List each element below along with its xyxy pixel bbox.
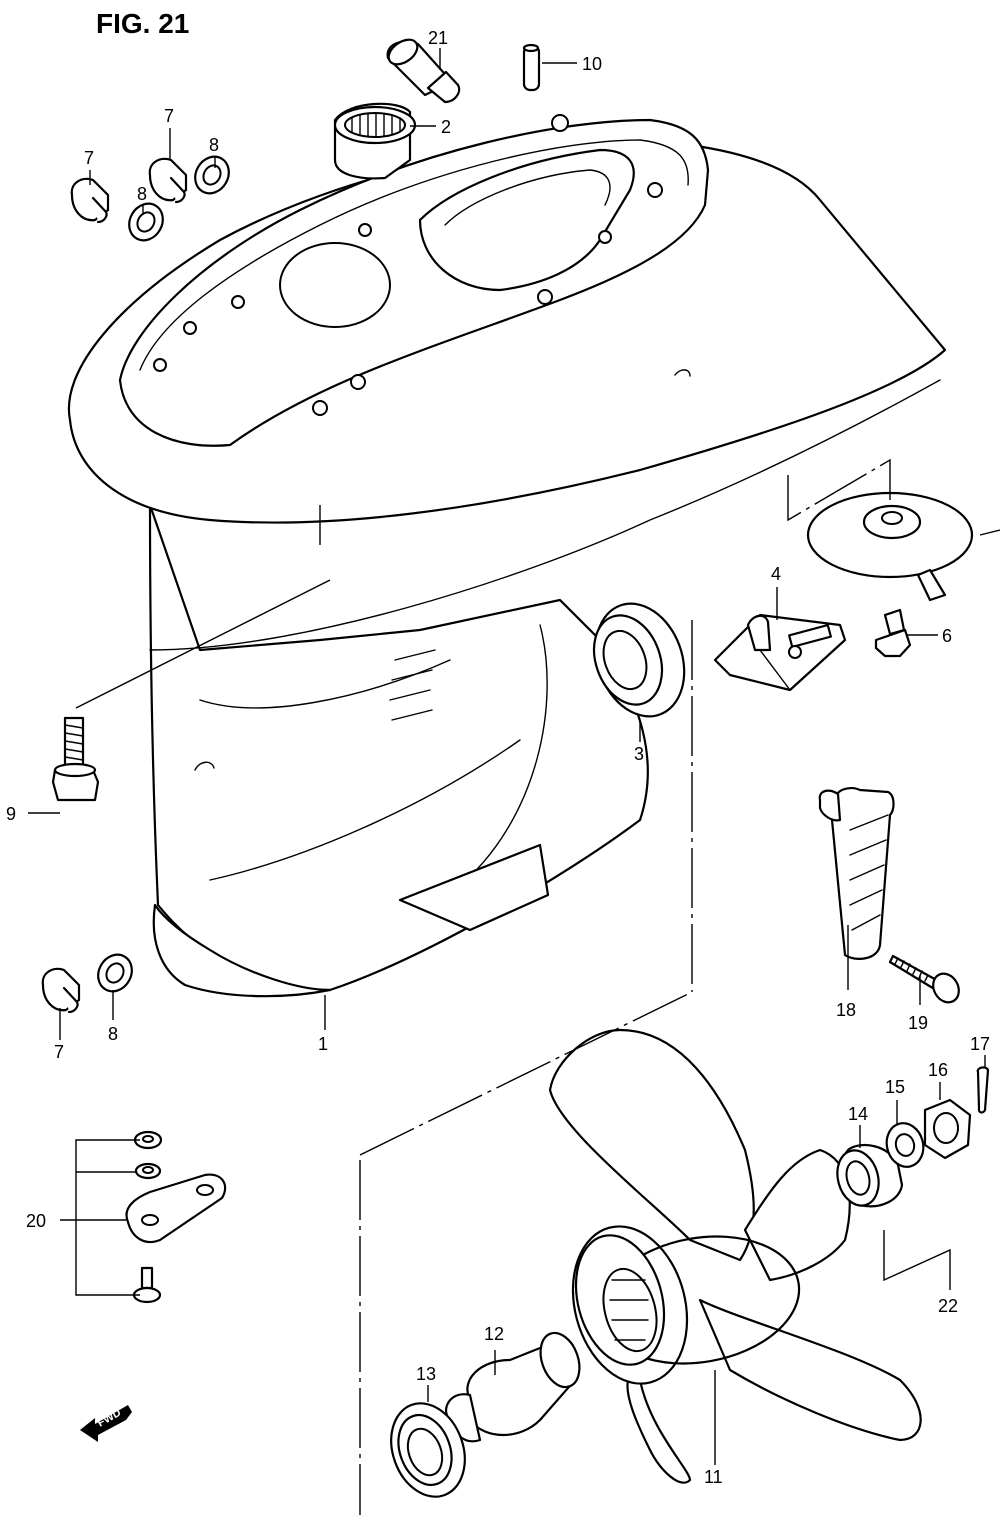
callout-11: 11	[704, 1467, 723, 1487]
spacer-14	[836, 1143, 904, 1208]
spacer	[390, 1402, 466, 1498]
callout-21: 21	[428, 28, 448, 48]
drain-plug-a	[70, 177, 110, 224]
trim-tab-disc	[806, 491, 974, 602]
callout-7-b: 7	[164, 106, 174, 126]
callout-3: 3	[634, 744, 644, 764]
thrust-bushing	[445, 1331, 581, 1443]
drain-plug-b	[148, 157, 188, 204]
gear-case-housing	[67, 114, 947, 998]
propeller	[548, 1028, 922, 1484]
callout-20: 20	[26, 1211, 46, 1231]
callout-8-a: 8	[209, 135, 219, 155]
gasket-b	[194, 155, 230, 195]
callout-18: 18	[836, 1000, 856, 1020]
callout-8-c: 8	[108, 1024, 118, 1044]
screw	[874, 608, 912, 658]
callout-15: 15	[885, 1077, 905, 1097]
callout-2: 2	[441, 117, 451, 137]
forward-direction-arrow: FWD	[80, 1405, 132, 1442]
anode	[713, 613, 847, 692]
long-screw	[888, 954, 960, 1004]
washer-set	[125, 1130, 227, 1304]
callout-12: 12	[484, 1324, 504, 1344]
gasket-a	[128, 202, 164, 242]
callout-6: 6	[942, 626, 952, 646]
callout-13: 13	[416, 1364, 436, 1384]
callout-10: 10	[582, 54, 602, 74]
callout-19: 19	[908, 1013, 928, 1033]
nut	[923, 1098, 972, 1160]
assembly-lines	[75, 458, 891, 1515]
callout-8-b: 8	[137, 184, 147, 204]
bolt	[51, 716, 100, 802]
gasket-c	[97, 953, 133, 993]
callout-14: 14	[848, 1104, 868, 1124]
leader-lines	[28, 48, 1000, 1465]
dowel-pin	[522, 43, 541, 92]
bushing	[386, 38, 461, 104]
callout-labels: 1 2 3 4 6 7 7 7 8 8 8 9 10 11 12 13 14 1…	[6, 28, 990, 1487]
callout-7-a: 7	[84, 148, 94, 168]
callout-22: 22	[938, 1296, 958, 1316]
water-intake-grille	[818, 786, 895, 960]
callout-1: 1	[318, 1034, 328, 1054]
needle-bearing	[333, 102, 417, 180]
figure-title: FIG. 21	[96, 8, 189, 39]
ball-bearing	[592, 602, 686, 718]
callout-7-c: 7	[54, 1042, 64, 1062]
drain-plug-c	[41, 967, 81, 1014]
washer-15	[885, 1122, 925, 1168]
callout-16: 16	[928, 1060, 948, 1080]
callout-17: 17	[970, 1034, 990, 1054]
cotter-pin	[976, 1066, 990, 1114]
callout-9: 9	[6, 804, 16, 824]
callout-4: 4	[771, 564, 781, 584]
